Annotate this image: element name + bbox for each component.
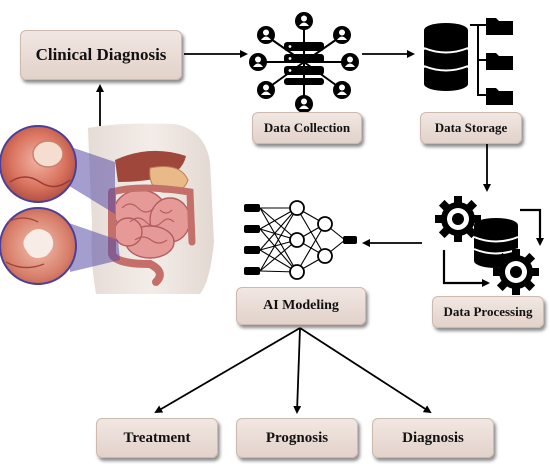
data-collection-label: Data Collection xyxy=(252,112,362,144)
data-storage-label: Data Storage xyxy=(420,112,522,144)
arrow-modeling-to-diagnosis xyxy=(299,327,432,414)
diagnosis-label: Diagnosis xyxy=(372,418,494,458)
treatment-label: Treatment xyxy=(96,418,218,458)
database-network-users-icon xyxy=(249,12,359,113)
clinical-diagnosis-label: Clinical Diagnosis xyxy=(20,30,182,80)
database-gears-icon xyxy=(435,196,544,295)
gastrointestinal-anatomy-illustration xyxy=(0,122,220,294)
arrow-modeling-to-treatment xyxy=(154,327,301,414)
ai-modeling-label: AI Modeling xyxy=(236,287,366,325)
prognosis-label: Prognosis xyxy=(236,418,358,458)
data-processing-label: Data Processing xyxy=(432,296,544,328)
neural-network-icon xyxy=(244,200,357,280)
database-folders-icon xyxy=(423,18,513,105)
arrow-modeling-to-prognosis xyxy=(293,327,302,414)
